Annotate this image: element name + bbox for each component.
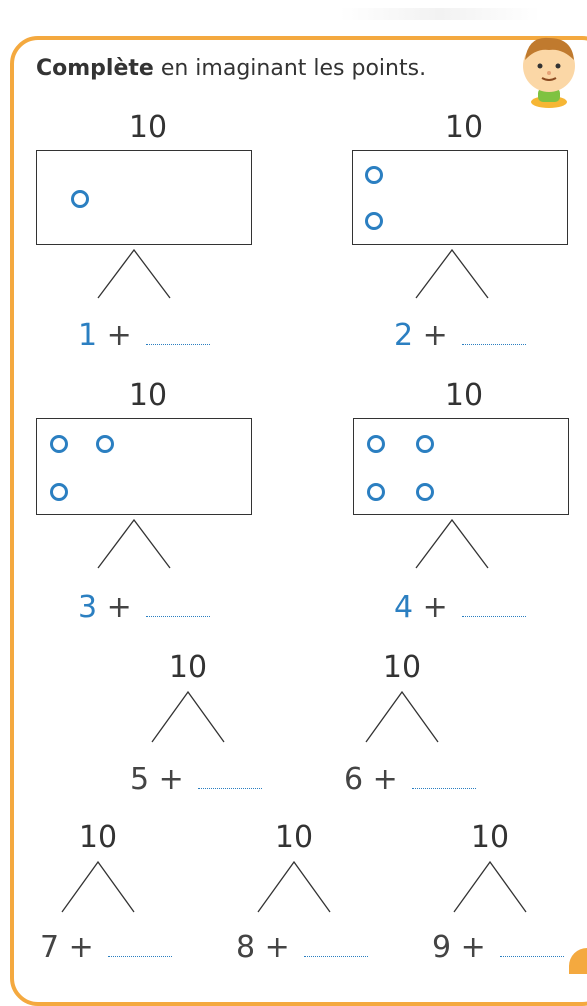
plus-sign: + (460, 930, 486, 965)
dot-circle-icon (367, 435, 385, 453)
equation: 7 + (40, 930, 172, 965)
dot-circle-icon (50, 483, 68, 501)
split-tree (151, 690, 225, 743)
given-number: 6 (344, 762, 364, 797)
plus-sign: + (158, 762, 184, 797)
answer-blank[interactable] (145, 344, 210, 345)
total-label: 10 (128, 378, 168, 413)
plus-sign: + (372, 762, 398, 797)
equation: 3 + (78, 590, 210, 625)
equation: 8 + (236, 930, 368, 965)
ten-frame-box (352, 150, 568, 245)
split-tree (97, 518, 171, 569)
dot-circle-icon (365, 166, 383, 184)
split-tree (257, 860, 331, 913)
total-label: 10 (444, 110, 484, 145)
answer-blank[interactable] (145, 616, 210, 617)
plus-sign: + (106, 590, 132, 625)
given-number: 3 (78, 590, 98, 625)
equation: 4 + (394, 590, 526, 625)
split-tree (453, 860, 527, 913)
given-number: 7 (40, 930, 60, 965)
given-number: 4 (394, 590, 414, 625)
dot-circle-icon (71, 190, 89, 208)
plus-sign: + (422, 318, 448, 353)
top-shadow (340, 8, 540, 20)
answer-blank[interactable] (461, 344, 526, 345)
total-label: 10 (128, 110, 168, 145)
plus-sign: + (264, 930, 290, 965)
total-label: 10 (382, 650, 422, 685)
split-tree (415, 518, 489, 569)
equation: 2 + (394, 318, 526, 353)
boy-mascot-icon (523, 37, 575, 108)
dot-circle-icon (96, 435, 114, 453)
dot-circle-icon (50, 435, 68, 453)
equation: 6 + (344, 762, 476, 797)
split-tree (365, 690, 439, 743)
total-label: 10 (444, 378, 484, 413)
split-tree (415, 248, 489, 299)
given-number: 1 (78, 318, 98, 353)
answer-blank[interactable] (303, 956, 368, 957)
ten-frame-box (36, 150, 252, 245)
plus-sign: + (68, 930, 94, 965)
answer-blank[interactable] (197, 788, 262, 789)
equation: 1 + (78, 318, 210, 353)
given-number: 9 (432, 930, 452, 965)
plus-sign: + (422, 590, 448, 625)
answer-blank[interactable] (411, 788, 476, 789)
answer-blank[interactable] (461, 616, 526, 617)
total-label: 10 (78, 820, 118, 855)
total-label: 10 (470, 820, 510, 855)
dot-circle-icon (416, 435, 434, 453)
equation: 5 + (130, 762, 262, 797)
dot-circle-icon (365, 212, 383, 230)
equation: 9 + (432, 930, 564, 965)
given-number: 2 (394, 318, 414, 353)
split-tree (97, 248, 171, 299)
instruction-bold: Complète (36, 56, 154, 81)
ten-frame-box (353, 418, 569, 515)
total-label: 10 (168, 650, 208, 685)
answer-blank[interactable] (499, 956, 564, 957)
answer-blank[interactable] (107, 956, 172, 957)
instruction-rest: en imaginant les points. (153, 56, 427, 81)
split-tree (61, 860, 135, 913)
dot-circle-icon (367, 483, 385, 501)
given-number: 8 (236, 930, 256, 965)
plus-sign: + (106, 318, 132, 353)
page-corner-tab (569, 948, 587, 974)
instruction-text: Complète en imaginant les points. (36, 56, 426, 81)
total-label: 10 (274, 820, 314, 855)
given-number: 5 (130, 762, 150, 797)
dot-circle-icon (416, 483, 434, 501)
ten-frame-box (36, 418, 252, 515)
